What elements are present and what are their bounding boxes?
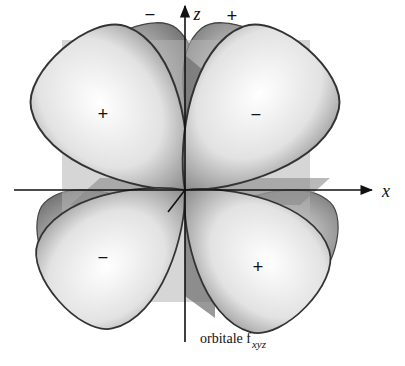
axis-label: z — [193, 5, 200, 23]
caption-subscript: xyz — [252, 339, 266, 350]
phase-sign: − — [251, 105, 262, 124]
caption: orbitale f — [200, 332, 251, 346]
phase-sign: − — [98, 248, 109, 267]
x-axis — [14, 189, 372, 191]
phase-sign: + — [253, 257, 264, 276]
phase-sign: + — [227, 6, 238, 25]
y-axis — [168, 190, 185, 212]
phase-sign: − — [145, 5, 156, 24]
z-axis — [184, 6, 186, 342]
axis-label: x — [382, 182, 390, 200]
front-lobe — [141, 144, 350, 352]
phase-sign: + — [98, 104, 109, 123]
